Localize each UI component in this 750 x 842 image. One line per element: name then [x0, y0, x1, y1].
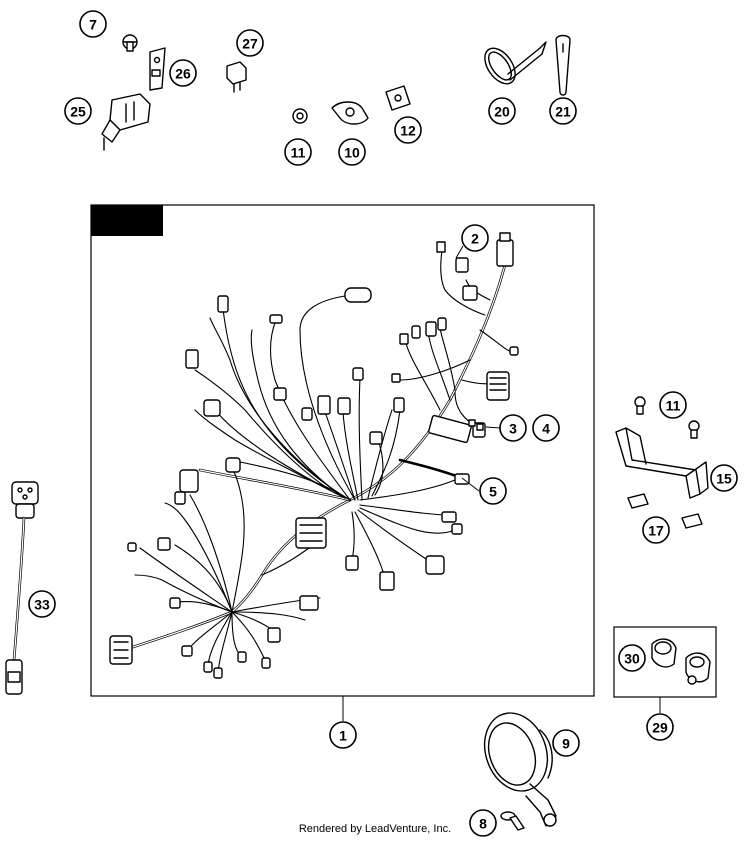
- callout-label: 29: [652, 720, 668, 736]
- callout-label: 7: [89, 17, 97, 33]
- part-33-cable: [5, 481, 39, 695]
- callout-circle: [646, 713, 674, 741]
- callout-circle: [461, 224, 489, 252]
- callout-15: 15: [710, 464, 738, 492]
- callout-circle: [488, 97, 516, 125]
- callout-12: 12: [394, 116, 422, 144]
- callout-circle: [469, 809, 497, 837]
- callout-circle: [479, 477, 507, 505]
- callout-circle: [710, 464, 738, 492]
- callout-label: 25: [70, 104, 86, 120]
- callout-17: 17: [642, 516, 670, 544]
- callout-9: 9: [552, 729, 580, 757]
- callout-circle: [394, 116, 422, 144]
- callout-label: 2: [471, 231, 479, 247]
- callout-label: 3: [509, 421, 517, 437]
- black-tag: [91, 205, 163, 236]
- callout-2: 2: [461, 224, 489, 252]
- callout-circle: [499, 414, 527, 442]
- part-20-cable-tie: [484, 41, 547, 85]
- callout-10: 10: [338, 138, 366, 166]
- main-harness-frame: [90, 204, 595, 721]
- callout-circle: [659, 391, 687, 419]
- callout-label: 4: [542, 421, 550, 437]
- part-2-leader: [455, 245, 464, 259]
- callout-label: 33: [34, 597, 50, 613]
- callout-label: 15: [716, 471, 732, 487]
- part-5-leader: [461, 477, 480, 492]
- callout-circle: [532, 414, 560, 442]
- callout-circle: [236, 29, 264, 57]
- callout-circle: [64, 97, 92, 125]
- callout-circle: [549, 97, 577, 125]
- callout-label: 8: [479, 816, 487, 832]
- callout-circle: [79, 10, 107, 38]
- part-11-nut-top: [292, 108, 308, 124]
- callout-label: 20: [494, 104, 510, 120]
- callout-30: 30: [618, 644, 646, 672]
- callout-11: 11: [284, 138, 312, 166]
- callout-circle: [552, 729, 580, 757]
- callout-1: 1: [329, 721, 357, 749]
- callout-label: 27: [242, 36, 258, 52]
- callout-5: 5: [479, 477, 507, 505]
- callout-label: 21: [555, 104, 571, 120]
- callout-8: 8: [469, 809, 497, 837]
- callout-label: 11: [291, 145, 306, 161]
- main-wiring-harness: [128, 249, 513, 673]
- callout-3: 3: [499, 414, 527, 442]
- callout-label: 5: [489, 484, 497, 500]
- part-3-4-nuts: [468, 419, 501, 431]
- callout-26: 26: [169, 59, 197, 87]
- part-7-screw: [122, 34, 138, 52]
- callout-circle: [642, 516, 670, 544]
- callout-33: 33: [28, 590, 56, 618]
- callout-circle: [28, 590, 56, 618]
- callout-label: 30: [624, 651, 640, 667]
- callout-21: 21: [549, 97, 577, 125]
- callout-label: 17: [648, 523, 664, 539]
- part-25-connector: [101, 93, 151, 151]
- part-27-relay: [226, 61, 247, 93]
- part-12-clip: [385, 85, 411, 111]
- harness-connectors: [109, 232, 519, 679]
- callout-29: 29: [646, 713, 674, 741]
- callout-label: 10: [344, 145, 360, 161]
- callout-circle: [169, 59, 197, 87]
- part-15-bracket: [615, 396, 709, 529]
- callout-label: 9: [562, 736, 570, 752]
- part-29-30-box: [613, 626, 717, 713]
- part-9-disc: [483, 712, 557, 827]
- part-10-clamp: [331, 101, 369, 125]
- callout-label: 26: [175, 66, 191, 82]
- part-21-strap: [555, 34, 571, 96]
- callout-11: 11: [659, 391, 687, 419]
- callout-20: 20: [488, 97, 516, 125]
- callout-circle: [618, 644, 646, 672]
- callout-circle: [284, 138, 312, 166]
- callout-circle: [338, 138, 366, 166]
- callout-group: 7 26 27 25 11 10 12 20 21 2 3 4 5 11 15 17 33 30 29 1 9 8: [28, 10, 738, 837]
- callout-7: 7: [79, 10, 107, 38]
- callout-circle: [329, 721, 357, 749]
- callout-27: 27: [236, 29, 264, 57]
- footer-credit: Rendered by LeadVenture, Inc.: [298, 823, 452, 835]
- callout-4: 4: [532, 414, 560, 442]
- callout-label: 11: [666, 398, 681, 414]
- part-26-bracket: [149, 47, 166, 91]
- callout-label: 12: [400, 123, 416, 139]
- part-8-bolt: [500, 811, 525, 831]
- callout-25: 25: [64, 97, 92, 125]
- callout-label: 1: [339, 728, 347, 744]
